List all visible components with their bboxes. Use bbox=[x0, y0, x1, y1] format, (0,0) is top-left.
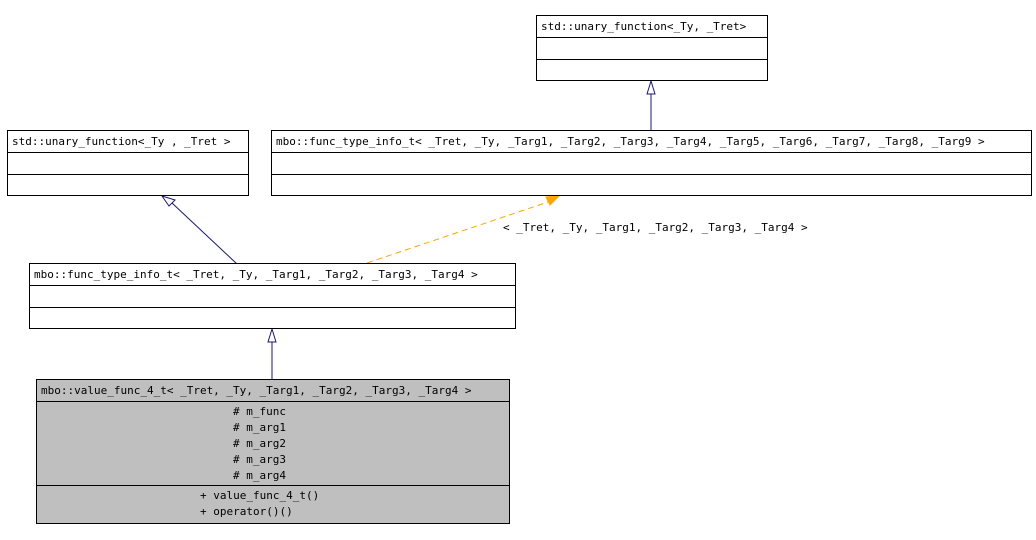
operations-section: + value_func_4_t() + operator()() bbox=[37, 486, 509, 523]
class-box-func-type-info-9[interactable]: mbo::func_type_info_t< _Tret, _Ty, _Targ… bbox=[271, 130, 1032, 196]
attributes-section bbox=[8, 153, 248, 175]
attribute-m-arg2: # m_arg2 bbox=[233, 437, 286, 450]
template-arrowhead bbox=[545, 195, 561, 206]
class-title: std::unary_function<_Ty , _Tret > bbox=[8, 131, 248, 153]
operations-section bbox=[8, 175, 248, 196]
attribute-m-arg4: # m_arg4 bbox=[233, 469, 286, 482]
class-box-value-func-4[interactable]: mbo::value_func_4_t< _Tret, _Ty, _Targ1,… bbox=[36, 379, 510, 524]
class-title: std::unary_function<_Ty, _Tret> bbox=[537, 16, 767, 38]
class-title: mbo::value_func_4_t< _Tret, _Ty, _Targ1,… bbox=[37, 380, 509, 402]
attribute-m-arg3: # m_arg3 bbox=[233, 453, 286, 466]
operations-section bbox=[30, 308, 515, 329]
class-box-unary-function-top[interactable]: std::unary_function<_Ty, _Tret> bbox=[536, 15, 768, 81]
attributes-section bbox=[30, 286, 515, 308]
template-edge-4-to-9 bbox=[366, 201, 549, 264]
class-box-unary-function-left[interactable]: std::unary_function<_Ty , _Tret > bbox=[7, 130, 249, 196]
inheritance-arrowhead-unary-top bbox=[646, 79, 656, 95]
attributes-section bbox=[272, 153, 1031, 175]
operations-section bbox=[537, 60, 767, 81]
attributes-section: # m_func # m_arg1 # m_arg2 # m_arg3 # m_… bbox=[37, 402, 509, 486]
attribute-m-func: # m_func bbox=[233, 405, 286, 418]
operation-call-operator: + operator()() bbox=[200, 505, 293, 518]
inheritance-arrowhead-func-4 bbox=[267, 327, 277, 343]
operation-constructor: + value_func_4_t() bbox=[200, 489, 320, 502]
class-title: mbo::func_type_info_t< _Tret, _Ty, _Targ… bbox=[30, 264, 515, 286]
operations-section bbox=[272, 175, 1031, 196]
class-box-func-type-info-4[interactable]: mbo::func_type_info_t< _Tret, _Ty, _Targ… bbox=[29, 263, 516, 329]
template-binding-label: < _Tret, _Ty, _Targ1, _Targ2, _Targ3, _T… bbox=[503, 221, 808, 234]
inheritance-edge-4-to-unary-left bbox=[171, 202, 238, 265]
class-title: mbo::func_type_info_t< _Tret, _Ty, _Targ… bbox=[272, 131, 1031, 153]
attributes-section bbox=[537, 38, 767, 60]
attribute-m-arg1: # m_arg1 bbox=[233, 421, 286, 434]
inheritance-arrowhead-unary-left bbox=[160, 195, 176, 207]
